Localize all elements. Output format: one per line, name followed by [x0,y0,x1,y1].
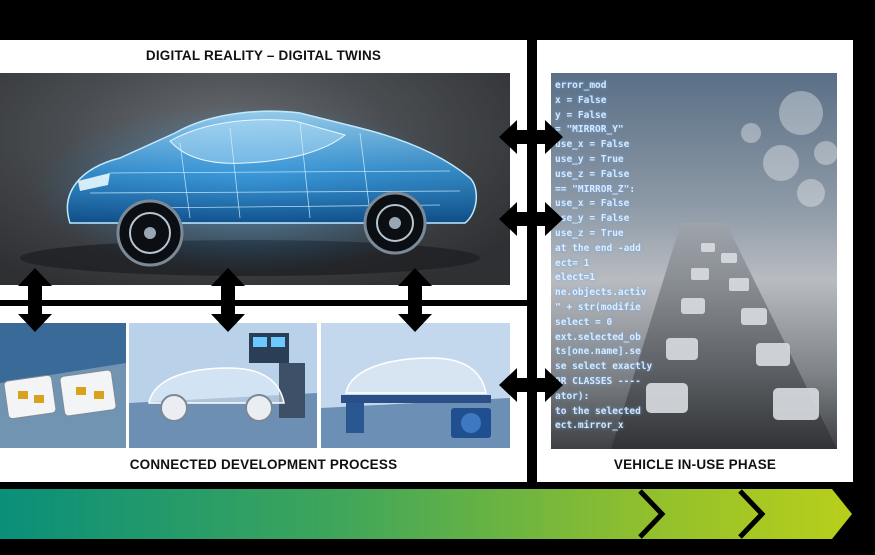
code-line: y = False [555,109,607,121]
inuse-caption: VEHICLE IN-USE PHASE [613,457,777,472]
code-line: use_z = False [555,168,630,180]
process-ribbon [0,489,852,539]
code-line: select = 0 [555,316,613,328]
vehicle-in-use-image: error_mod x = False y = False = "MIRROR_… [551,73,837,449]
code-line: ect= 1 [555,257,590,269]
code-line: use_z = True [555,227,624,239]
xray-car-icon [20,103,480,276]
code-line: " + str(modifie [555,301,641,313]
code-line: == "MIRROR_Z": [555,183,636,195]
battery-pack-thumbnail [0,323,126,448]
test-bench-thumbnail [129,323,317,448]
wheel-icon [116,191,427,267]
code-overlay: error_mod x = False y = False = "MIRROR_… [555,79,675,449]
code-line: error_mod [555,80,607,91]
chevron-right-icon [638,489,666,539]
chevron-right-icon [738,489,766,539]
development-caption: CONNECTED DEVELOPMENT PROCESS [129,457,398,472]
code-line: x = False [555,94,607,106]
code-line: use_y = True [555,153,624,165]
code-line: use_x = False [555,139,630,151]
code-line: elect=1 [555,272,596,284]
code-line: to the selected [555,405,641,417]
dyno-rig-thumbnail [321,323,510,448]
code-line: se select exactly [555,361,653,373]
horizontal-divider [0,300,527,306]
twins-caption: DIGITAL REALITY – DIGITAL TWINS [145,48,382,63]
code-line: ect.mirror_x [555,420,624,432]
code-line: ne.objects.activ [555,287,647,299]
code-line: = "MIRROR_Y" [555,124,624,136]
traffic-jam-icon [611,91,837,449]
code-line: ext.selected_ob [555,331,641,343]
code-line: ator): [555,390,590,402]
code-line: use_y = False [555,213,630,225]
code-line: use_x = False [555,198,630,210]
code-line: at the end -add [555,242,641,254]
code-line: ts[one.name].se [555,346,641,358]
code-line: OR CLASSES ---- [555,375,641,387]
digital-twin-car-image [0,73,510,285]
